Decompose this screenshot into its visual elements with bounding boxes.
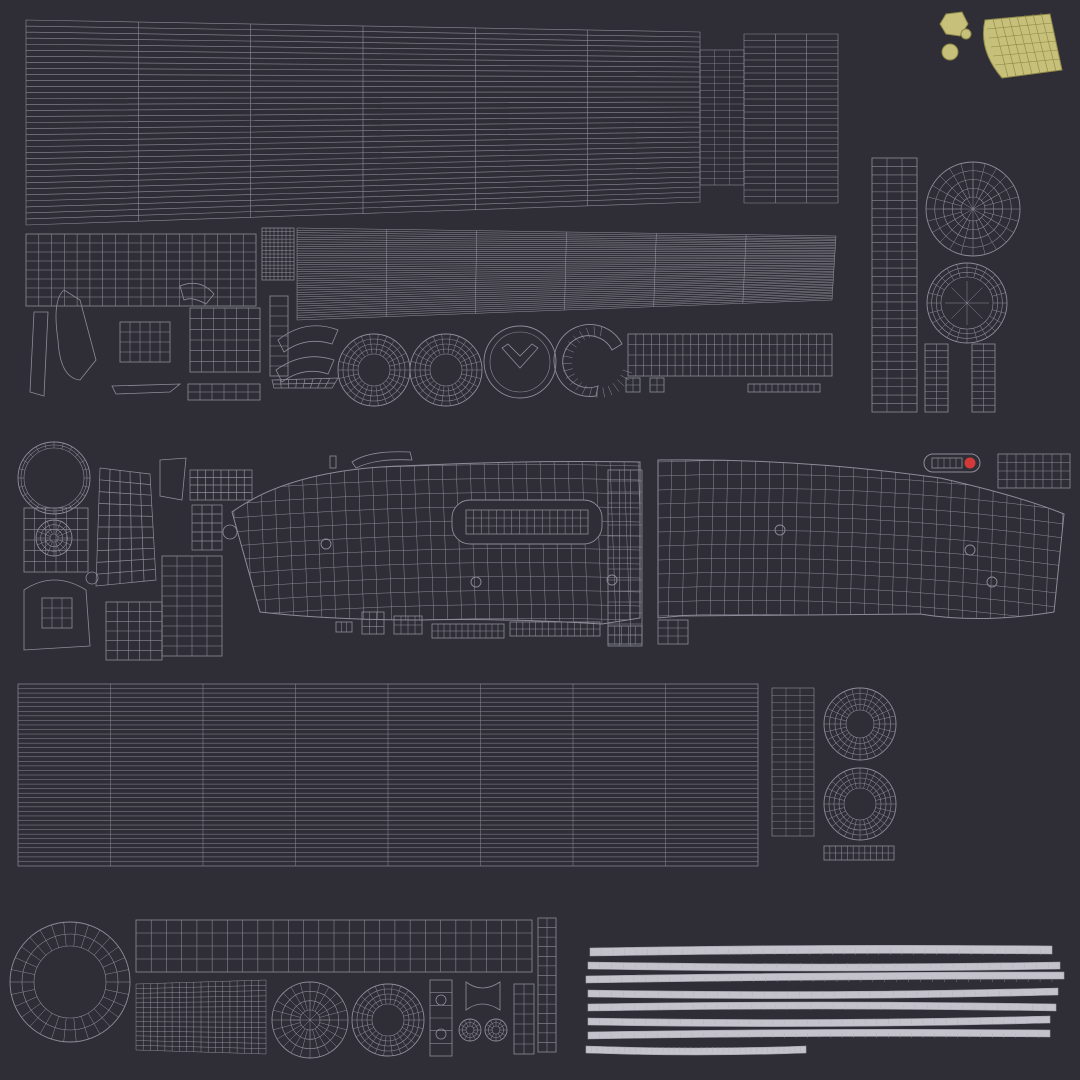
uv-island-mid-right-parts [771,687,897,861]
uv-island-dense-strip [261,227,837,321]
uv-island-bottom-light-strips [585,945,1065,1056]
uv-island-right-circles [925,161,1021,344]
uv-island-left-block [25,233,289,401]
uv-island-row2-circles [337,324,633,407]
uv-island-top-strip-end [699,33,839,204]
uv-island-large-grid [17,683,759,867]
uv-island-small-bits [329,451,643,645]
uv-island-bottom-left-parts [9,917,557,1059]
uv-island-small-parts-row [271,325,665,393]
uv-island-row2-grid [627,333,833,377]
uv-island-top-long-strip [25,19,701,226]
uv-selected-vertex-marker [923,453,981,473]
uv-island-mid-left-parts [17,441,253,661]
uv-island-selected-highlight [939,11,1063,79]
uv-island-body-left-panel [231,461,643,647]
uv-island-right-columns [747,157,996,413]
